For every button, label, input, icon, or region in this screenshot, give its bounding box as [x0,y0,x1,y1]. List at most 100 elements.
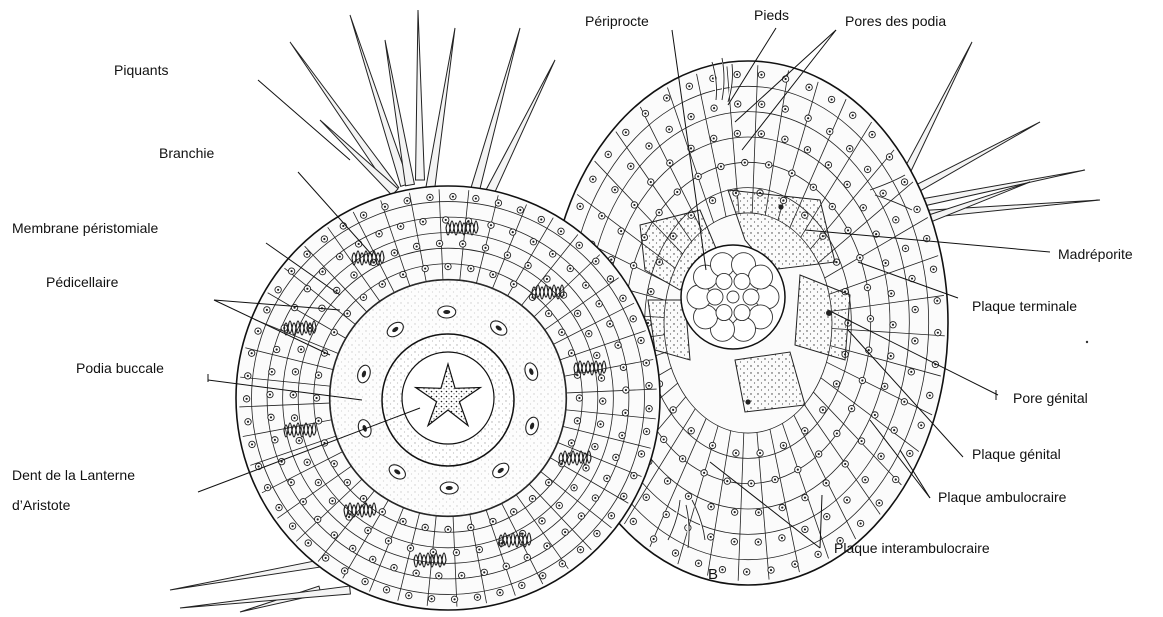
tubercle-center [484,247,486,249]
tubercle-center [868,349,870,351]
tubercle-center [888,156,890,158]
tubercle-center [546,278,548,280]
tubercle-center [274,439,276,441]
tubercle-center [298,439,300,441]
tubercle-center [826,516,828,518]
tubercle-center [558,504,560,506]
tubercle-center [624,412,626,414]
tubercle-center [804,430,806,432]
tubercle-center [817,553,819,555]
tubercle-center [895,219,897,221]
tubercle-center [914,340,916,342]
tubercle-center [668,128,670,130]
tubercle-center [807,117,809,119]
spine [426,28,455,191]
tubercle-center [499,591,501,593]
aboral-spines [896,42,1100,226]
tubercle-center [462,243,464,245]
tubercle-center [735,452,737,454]
tubercle-center [246,398,248,400]
tubercle-center [849,148,851,150]
tubercle-center [713,137,715,139]
label-piquants: Piquants [114,62,168,78]
label-pores-des-podia: Pores des podia [845,13,946,29]
tubercle-center [690,147,692,149]
tubercle-center [564,531,566,533]
tubercle-center [760,133,762,135]
genital-pore [745,399,750,404]
tubercle-center [336,289,338,291]
label-periprocte: Périprocte [585,13,649,29]
tubercle-center [577,312,579,314]
tubercle-center [333,331,335,333]
tubercle-center [267,486,269,488]
tubercle-center [768,164,770,166]
tubercle-center [806,149,808,151]
tubercle-center [648,408,650,410]
tubercle-center [270,416,272,418]
tubercle-center [294,371,296,373]
tubercle-center [362,214,364,216]
tubercle-center [736,73,738,75]
tubercle-center [594,446,596,448]
tubercle-center [378,233,380,235]
tubercle-center [600,377,602,379]
tubercle-center [247,421,249,423]
tubercle-center [774,478,776,480]
tubercle-center [478,548,480,550]
tubercle-center [859,257,861,259]
periproct-plate [707,289,723,305]
label-madreporite: Madréporite [1058,246,1133,262]
tubercle-center [542,575,544,577]
tubercle-center [711,444,713,446]
tubercle-center [630,165,632,167]
tubercle-center [836,432,838,434]
tubercle-center [475,197,477,199]
tubercle-center [645,496,647,498]
tubercle-center [632,520,634,522]
tubercle-center [585,467,587,469]
tubercle-center [822,409,824,411]
tubercle-center [596,532,598,534]
label-plaque-terminale: Plaque terminale [972,298,1077,314]
tubercle-center [438,242,440,244]
tubercle-center [569,267,571,269]
tubercle-center [402,273,404,275]
tubercle-center [909,452,911,454]
tubercle-center [293,417,295,419]
tubercle-center [490,224,492,226]
tubercle-center [492,273,494,275]
tubercle-center [929,394,931,396]
tubercle-center [615,456,617,458]
spine [471,28,520,191]
tubercle-center [882,192,884,194]
tubercle-center [860,522,862,524]
tubercle-center [713,107,715,109]
tubercle-center [784,78,786,80]
tubercle-center [737,103,739,105]
tubercle-center [601,215,603,217]
tubercle-center [703,472,705,474]
tubercle-center [650,181,652,183]
periproct-plate [743,289,759,305]
tubercle-center [513,511,515,513]
periproct-plate [716,305,732,321]
tubercle-center [599,423,601,425]
tubercle-center [352,547,354,549]
tubercle-center [578,397,580,399]
tubercle-center [452,196,454,198]
tubercle-center [844,463,846,465]
tubercle-center [342,225,344,227]
tubercle-center [621,434,623,436]
tubercle-center [290,481,292,483]
tubercle-center [606,477,608,479]
periproct-plate [710,253,734,277]
tubercle-center [750,482,752,484]
tubercle-center [415,572,417,574]
tubercle-center [794,563,796,565]
tubercle-center [483,571,485,573]
tubercle-center [690,116,692,118]
tubercle-center [424,267,426,269]
tubercle-center [711,199,713,201]
tubercle-center [812,186,814,188]
